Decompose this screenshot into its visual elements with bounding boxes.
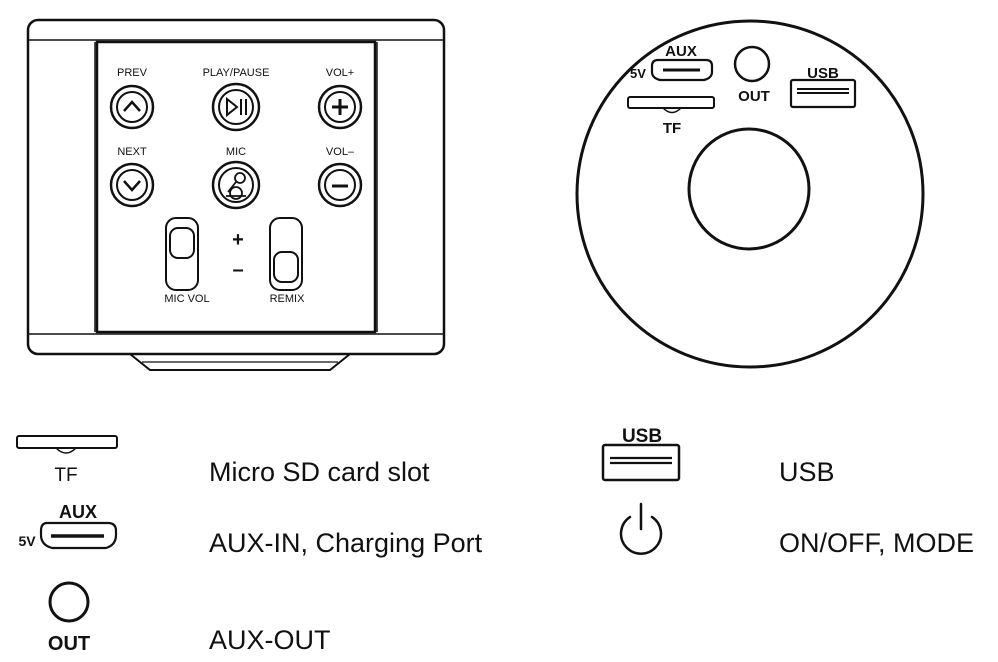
usb-port [789, 78, 857, 109]
play-pause-label: PLAY/PAUSE [203, 67, 270, 79]
legend-5v-label: 5V [18, 533, 36, 549]
tf-slot [627, 96, 715, 114]
chevron-down-icon [123, 180, 141, 192]
plus-icon [332, 99, 348, 115]
speaker-rear-view [575, 19, 925, 369]
vol-down-button[interactable] [317, 162, 363, 208]
vol-up-label: VOL+ [326, 67, 354, 79]
speaker-front-view [26, 18, 446, 371]
legend-usb-label: USB [622, 426, 662, 447]
micro-usb-port-icon [650, 58, 714, 82]
rear-tf-label: TF [663, 120, 681, 137]
mic-button[interactable] [211, 160, 261, 210]
legend-out-desc: AUX-OUT [209, 625, 331, 655]
play-pause-button[interactable] [211, 82, 261, 132]
mic-vol-label: MIC VOL [164, 293, 209, 305]
rear-aux-label: AUX [665, 43, 697, 60]
aux-out-jack [733, 45, 771, 83]
tf-slot-icon [627, 96, 715, 109]
remix-label: REMIX [270, 293, 306, 305]
microphone-icon [226, 172, 246, 200]
passive-radiator [687, 127, 811, 251]
chevron-up-icon [123, 100, 141, 112]
minus-sign: – [232, 259, 243, 281]
legend-tf-desc: Micro SD card slot [209, 457, 430, 487]
vol-up-button[interactable] [317, 84, 363, 130]
legend-tf-icon [16, 435, 118, 454]
mic-vol-slider[interactable] [165, 217, 199, 291]
prev-label: PREV [117, 67, 148, 79]
next-label: NEXT [117, 146, 147, 158]
legend-usb-desc: USB [779, 457, 835, 487]
legend-out-jack-icon [48, 581, 90, 623]
legend-power-desc: ON/OFF, MODE [779, 528, 974, 558]
legend-aux-label: AUX [59, 502, 97, 522]
plus-sign: + [232, 229, 244, 251]
usb-port-icon [789, 78, 857, 109]
rear-out-label: OUT [738, 88, 770, 105]
rear-5v-label: 5V [630, 66, 646, 81]
legend-usb-icon [601, 443, 681, 482]
remix-slider[interactable] [269, 217, 303, 291]
mic-label: MIC [226, 146, 246, 158]
legend-micro-usb-icon [39, 521, 118, 550]
rear-usb-label: USB [807, 65, 839, 82]
play-pause-icon [226, 96, 247, 118]
vol-down-label: VOL– [326, 146, 355, 158]
legend-out-label: OUT [48, 633, 90, 655]
prev-button[interactable] [109, 84, 155, 130]
legend-aux-desc: AUX-IN, Charging Port [209, 528, 483, 558]
legend-tf-label: TF [54, 465, 77, 486]
next-button[interactable] [109, 162, 155, 208]
power-icon [619, 502, 663, 555]
aux-in-port [650, 58, 714, 82]
